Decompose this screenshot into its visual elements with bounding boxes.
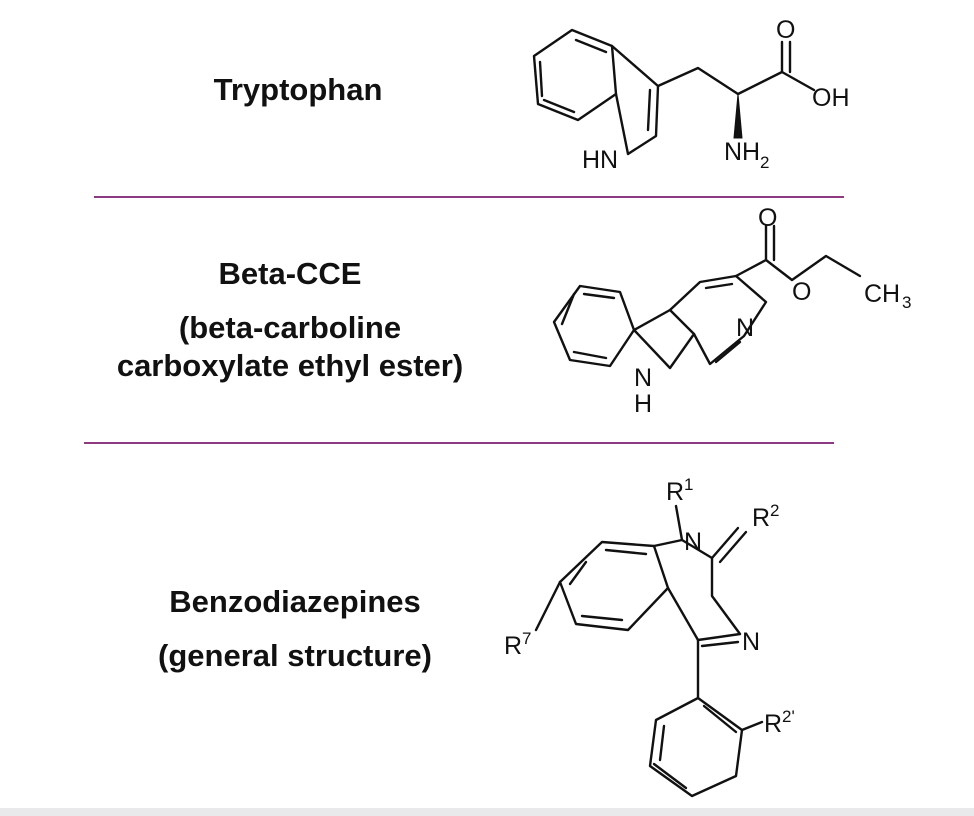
bzd-r2-superscript: 2 <box>770 501 779 520</box>
bzd-r2-label: R <box>752 504 770 532</box>
bcce-pyrrole-ring <box>632 308 696 370</box>
trp-hn-label: HN <box>582 146 618 174</box>
bcce-double-bond <box>582 292 616 300</box>
compound-detail-line-1: (general structure) <box>158 638 432 673</box>
bcce-nh-h-label: H <box>634 390 652 418</box>
tryptophan-structure: O OH HN NH 2 <box>520 16 870 190</box>
bzd-double-bond <box>700 640 740 648</box>
trp-double-bond <box>574 38 608 54</box>
bcce-ethyl-chain <box>764 254 862 282</box>
bcce-ch3-label: CH <box>864 280 900 308</box>
beta-cce-structure: O O CH 3 N N H <box>530 204 930 424</box>
compound-name-beta-cce: Beta-CCE <box>218 256 362 291</box>
bottom-bar <box>0 808 974 816</box>
bzd-n4-label: N <box>742 628 760 656</box>
section-divider <box>94 196 844 198</box>
bzd-r2p-bond <box>740 720 764 732</box>
bzd-double-bond <box>580 614 624 622</box>
beta-cce-structure-svg: O O CH 3 N N H <box>552 204 911 418</box>
bzd-r7-superscript: 7 <box>522 629 531 648</box>
trp-double-bond <box>538 60 544 98</box>
bzd-r2p-superscript: 2' <box>782 707 795 726</box>
bzd-r1-superscript: 1 <box>684 475 693 494</box>
compound-detail-line-1: (beta-carboline <box>178 310 402 345</box>
compound-name-tryptophan: Tryptophan <box>213 72 383 107</box>
bcce-double-bond <box>704 282 734 290</box>
trp-side-chain <box>656 66 784 96</box>
bcce-ch3-subscript: 3 <box>902 293 911 312</box>
trp-oh-bond <box>780 70 816 92</box>
bcce-pyridine-ring <box>668 274 768 366</box>
bzd-double-bond <box>652 762 688 790</box>
tryptophan-structure-svg: O OH HN NH 2 <box>532 16 850 174</box>
bzd-r2-bond <box>710 526 740 560</box>
trp-benzene-ring <box>532 28 618 122</box>
trp-wedge-bond <box>733 93 743 139</box>
bcce-benzene-ring <box>552 284 636 368</box>
bzd-r7-bond <box>534 580 562 632</box>
bcce-o-label: O <box>792 278 811 306</box>
bcce-ester-bond <box>734 258 768 278</box>
benzodiazepine-structure-svg: R 1 N R 2 R 7 N R 2' <box>504 475 795 798</box>
bzd-double-bond <box>702 704 738 734</box>
bzd-r1-label: R <box>666 478 684 506</box>
bzd-r1-bond <box>674 504 684 542</box>
benzodiazepine-structure: R 1 N R 2 R 7 N R 2' <box>498 470 818 806</box>
trp-double-bond <box>646 88 652 132</box>
bzd-phenyl-ring <box>648 696 744 798</box>
bzd-r2p-label: R <box>764 710 782 738</box>
trp-nh2-subscript: 2 <box>760 153 769 172</box>
bzd-benzene-ring <box>558 540 670 632</box>
bcce-double-bond <box>714 340 742 364</box>
bcce-double-bond <box>572 350 608 360</box>
bcce-o-top-label: O <box>758 204 777 232</box>
bzd-r7-label: R <box>504 632 522 660</box>
trp-oh-label: OH <box>812 84 850 112</box>
bzd-double-bond <box>658 724 666 762</box>
trp-nh2-label: NH <box>724 138 760 166</box>
bcce-n-label: N <box>736 314 754 342</box>
compound-detail-line-2: carboxylate ethyl ester) <box>116 348 464 383</box>
bzd-n1-label: N <box>684 528 702 556</box>
trp-o-label: O <box>776 16 795 44</box>
bcce-double-bond <box>560 292 576 326</box>
bzd-double-bond <box>568 560 588 586</box>
trp-double-bond <box>542 98 576 114</box>
bzd-double-bond <box>604 548 648 556</box>
bcce-nh-n-label: N <box>634 364 652 392</box>
trp-pyrrole-ring <box>610 44 660 156</box>
compound-name-benzodiazepines: Benzodiazepines <box>169 584 421 619</box>
bzd-r2-bond <box>718 530 748 564</box>
section-divider <box>84 442 834 444</box>
